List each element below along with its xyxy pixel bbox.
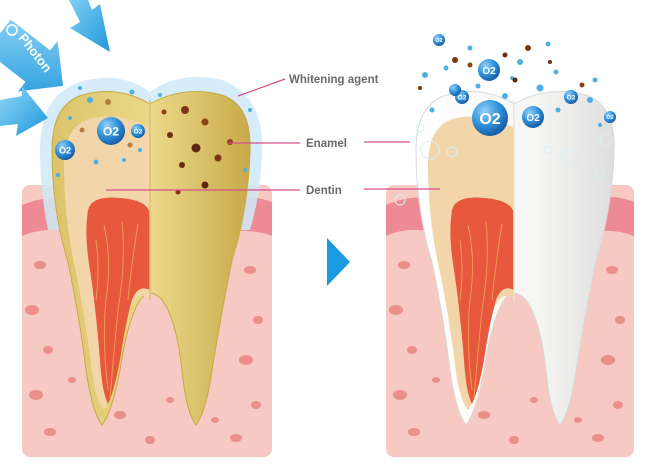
foam-bubbles [394,123,613,206]
o2-bubbles-right: O2 O2 O2 O2 O2 O2 O2 [418,34,616,136]
leader-lines [106,78,440,191]
o2-label: O2 [606,115,613,121]
o2-bubble-icon [97,117,125,145]
label-enamel: Enamel [306,138,347,150]
o2-bubble-icon [478,59,500,81]
stain-particles [418,45,585,90]
o2-label: O2 [526,113,540,124]
o2-bubble-icon [131,124,145,138]
o2-label: O2 [59,146,71,156]
o2-label: O2 [458,95,467,102]
o2-label: O2 [134,129,143,136]
o2-bubble-icon [55,140,75,160]
o2-label: O2 [103,125,119,139]
o2-bubble-icon [472,100,508,136]
label-dentin: Dentin [306,185,342,197]
stain-particles [79,99,233,195]
o2-bubble-icon [433,34,445,46]
o2-label: O2 [479,111,500,128]
o2-bubble-icon [564,90,578,104]
stained-tooth [51,91,251,426]
o2-bubbles-left: O2 O2 O2 [55,86,252,177]
o2-label: O2 [435,38,442,44]
nerve-lines [459,221,503,399]
label-whitening-agent: Whitening agent [289,74,379,86]
o2-bubble-icon [604,111,616,123]
white-tooth [394,91,615,426]
gum-spots [25,261,263,444]
o2-bubble-icon [522,106,544,128]
o2-label: O2 [567,95,576,102]
gum-spots [389,261,625,444]
nerve-lines [95,221,139,399]
o2-label: O2 [482,66,496,77]
transition-arrow-icon [327,238,350,286]
